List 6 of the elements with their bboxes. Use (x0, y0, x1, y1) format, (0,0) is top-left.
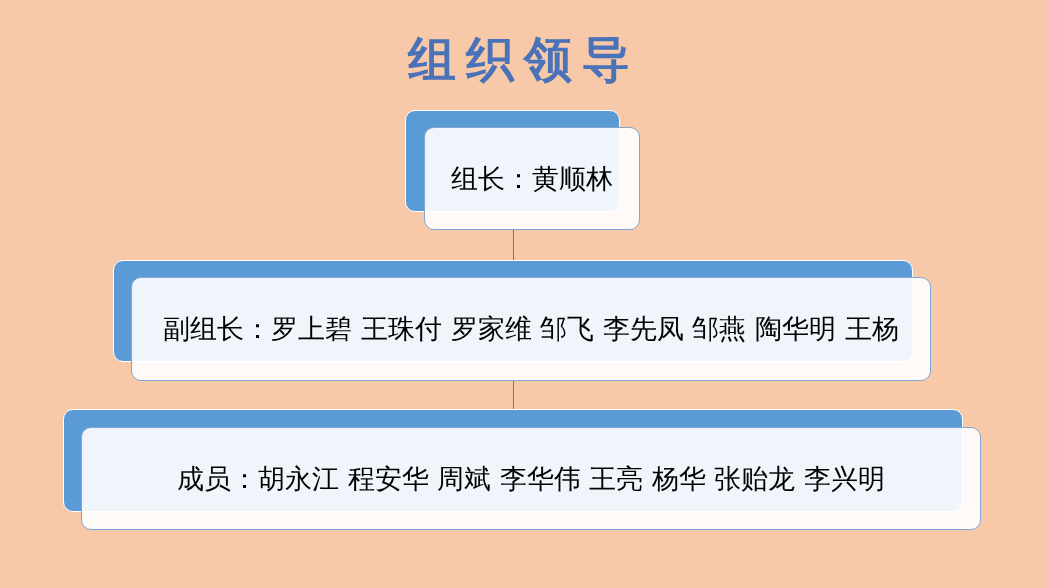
connector-line (513, 380, 514, 410)
title: 组织领导 (406, 30, 641, 89)
connector-line (513, 229, 514, 261)
text-box: 成员：胡永江 程安华 周斌 李华伟 王亮 杨华 张贻龙 李兴明 (81, 427, 981, 530)
text-box: 副组长：罗上碧 王珠付 罗家维 邹飞 李先凤 邹燕 陶华明 王杨 (131, 277, 931, 381)
text-box: 组长：黄顺林 (424, 127, 640, 230)
